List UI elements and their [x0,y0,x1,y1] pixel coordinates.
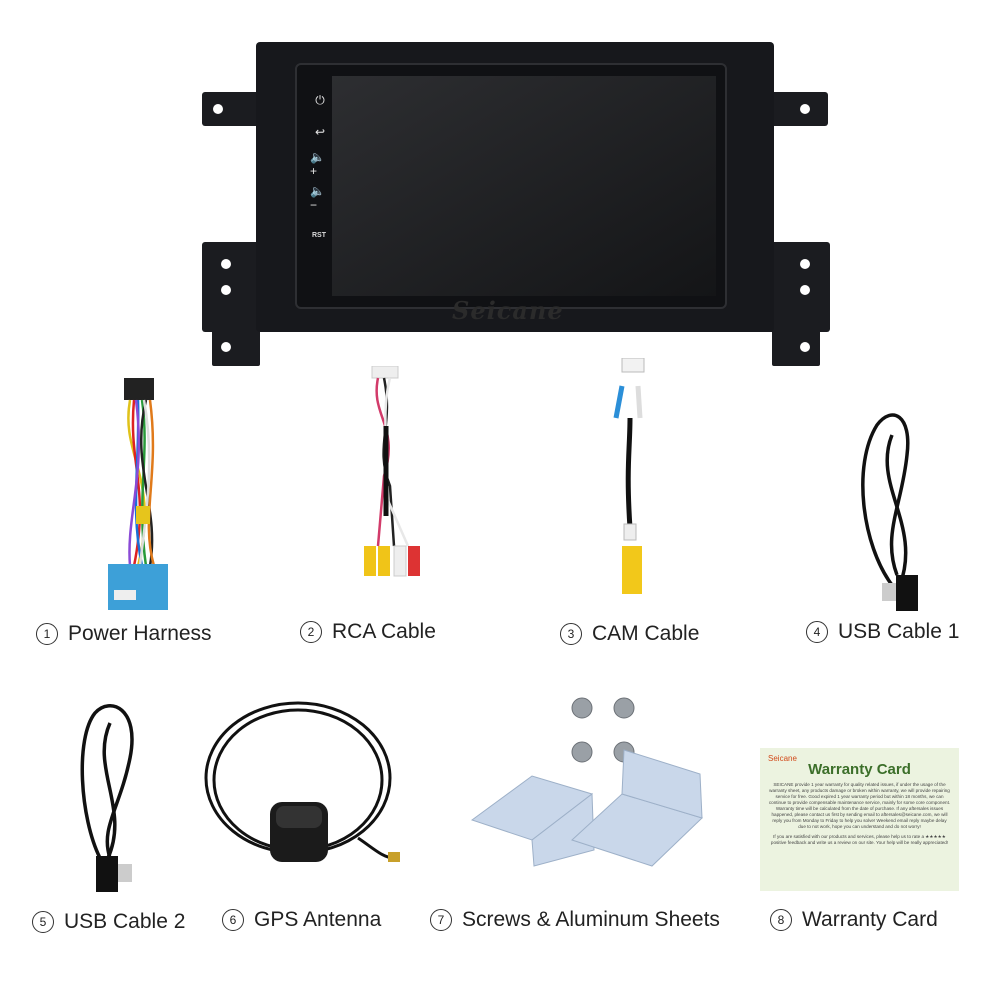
item-number: 3 [560,623,582,645]
item-label: Screws & Aluminum Sheets [462,908,720,931]
item-label: Warranty Card [802,908,938,931]
warranty-card: Seicane Warranty Card SEICANE provide 1 … [760,748,959,891]
reset-label[interactable]: RST [312,232,326,239]
item-label: CAM Cable [592,622,700,645]
item-number: 5 [32,911,54,933]
brand-watermark: Seicane [452,296,564,325]
item-label: RCA Cable [332,620,436,643]
warranty-card-body: SEICANE provide 1 year warranty for qual… [768,782,951,829]
item-number: 4 [806,621,828,643]
caption-rca-cable: 2 RCA Cable [300,620,436,644]
item-number: 1 [36,623,58,645]
item-number: 6 [222,909,244,931]
caption-screws-aluminum-sheets: 7 Screws & Aluminum Sheets [430,908,720,932]
item-label: Power Harness [68,622,212,645]
power-icon[interactable]: ⏻ [315,92,325,107]
back-icon[interactable]: ↩ [314,125,326,139]
gps-antenna-image [204,701,400,862]
head-unit-image: ⏻ ↩ 🔈+ 🔈− RST Seicane [198,42,832,368]
screws-aluminum-sheets-image [470,697,703,867]
usb-cable-2-image [80,704,134,892]
volume-down-icon[interactable]: 🔈− [310,184,325,212]
usb-cable-1-image [861,413,918,611]
item-label: GPS Antenna [254,908,382,931]
caption-gps-antenna: 6 GPS Antenna [222,908,381,932]
item-number: 7 [430,909,452,931]
caption-usb-cable-1: 4 USB Cable 1 [806,620,959,644]
item-label: USB Cable 2 [64,910,186,933]
volume-up-icon[interactable]: 🔈+ [310,150,325,178]
caption-warranty-card: 8 Warranty Card [770,908,938,932]
item-number: 8 [770,909,792,931]
caption-usb-cable-2: 5 USB Cable 2 [32,910,185,934]
caption-cam-cable: 3 CAM Cable [560,622,699,646]
power-harness-image [108,378,168,610]
warranty-card-brand: Seicane [768,754,797,763]
rca-cable-image [364,366,420,577]
head-unit-frame [202,42,830,366]
warranty-card-title: Warranty Card [808,761,911,778]
item-label: USB Cable 1 [838,620,960,643]
warranty-card-footer: If you are satisfied with our products a… [770,834,949,845]
caption-power-harness: 1 Power Harness [36,622,212,646]
item-number: 2 [300,621,322,643]
cam-cable-image [613,358,645,594]
